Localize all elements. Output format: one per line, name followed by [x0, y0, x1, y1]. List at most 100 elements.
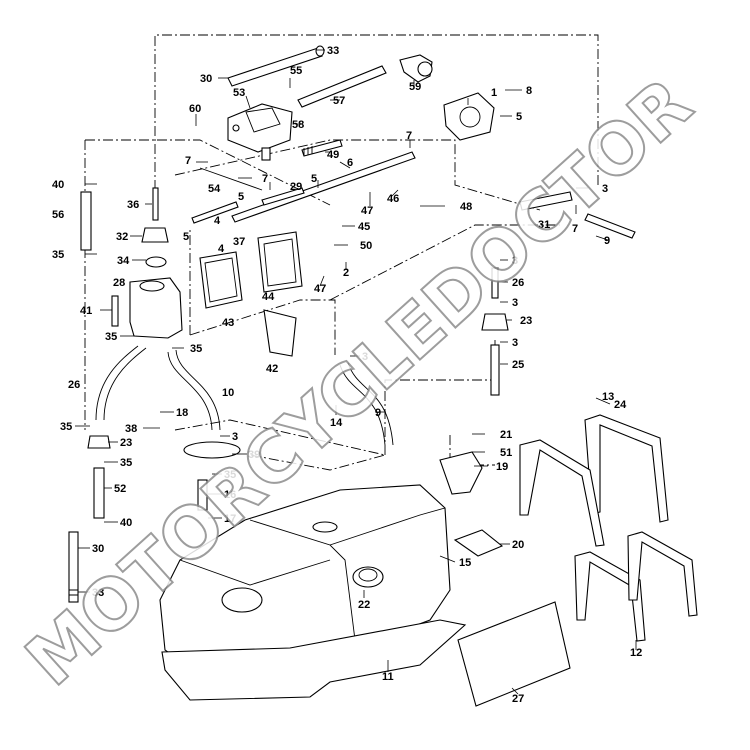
part-32-cap — [141, 227, 169, 243]
part-16-tube — [197, 479, 208, 511]
callout-7: 7 — [572, 223, 578, 235]
callout-1: 1 — [491, 87, 497, 99]
part-10-hose — [167, 349, 221, 431]
part-39-plate — [183, 441, 241, 459]
callout-5: 5 — [238, 191, 244, 203]
part-23-right-filter — [481, 313, 509, 331]
callout-28: 28 — [113, 277, 125, 289]
part-53-valve-housing — [227, 103, 293, 161]
callout-22: 22 — [358, 599, 370, 611]
callout-12: 12 — [630, 647, 642, 659]
callout-60: 60 — [189, 103, 201, 115]
callout-21: 21 — [500, 429, 512, 441]
callout-9: 9 — [604, 235, 610, 247]
callout-3: 3 — [512, 255, 518, 267]
callout-37: 37 — [233, 236, 245, 248]
callout-50: 50 — [360, 240, 372, 252]
part-30-upper-hose — [227, 45, 325, 87]
callout-23: 23 — [520, 315, 532, 327]
part-9-mid-hose — [339, 362, 394, 446]
callout-56: 56 — [52, 209, 64, 221]
part-26-left-hose — [95, 345, 147, 421]
callout-26: 26 — [68, 379, 80, 391]
part-23-left-filter — [87, 435, 111, 449]
callout-26: 26 — [512, 277, 524, 289]
part-34-o-ring — [145, 256, 167, 268]
callout-55: 55 — [290, 65, 302, 77]
callout-18: 18 — [176, 407, 188, 419]
callout-3: 3 — [362, 351, 368, 363]
callout-6: 6 — [347, 157, 353, 169]
callout-27: 27 — [512, 693, 524, 705]
callout-44: 44 — [262, 291, 275, 303]
callout-17: 17 — [224, 513, 236, 525]
callout-47: 47 — [361, 205, 373, 217]
part-26-right-tube — [491, 267, 499, 299]
callout-20: 20 — [512, 539, 524, 551]
callout-38: 38 — [125, 423, 137, 435]
callout-14: 14 — [330, 417, 343, 429]
callout-45: 45 — [358, 221, 370, 233]
part-11-tank-tray — [161, 619, 467, 701]
callout-54: 54 — [208, 183, 221, 195]
callout-30: 30 — [200, 73, 212, 85]
callout-leader-lines — [75, 49, 637, 695]
callout-43: 43 — [222, 317, 234, 329]
callout-51: 51 — [500, 447, 512, 459]
callout-5: 5 — [516, 111, 522, 123]
callout-3: 3 — [512, 337, 518, 349]
callout-32: 32 — [116, 231, 128, 243]
callout-48: 48 — [460, 201, 472, 213]
part-22-fuel-cap — [352, 566, 384, 588]
part-42-bracket — [263, 309, 297, 357]
part-49-filter — [301, 139, 343, 157]
callout-46: 46 — [387, 193, 399, 205]
callout-13: 13 — [602, 391, 614, 403]
callout-35: 35 — [120, 457, 132, 469]
callout-52: 52 — [114, 483, 126, 495]
part-4-pipe — [191, 201, 239, 224]
part-30-lower-hose — [68, 531, 79, 603]
callout-23: 23 — [120, 437, 132, 449]
callout-4: 4 — [218, 243, 225, 255]
part-57-hose — [297, 65, 387, 108]
callout-2: 2 — [343, 267, 349, 279]
callout-7: 7 — [185, 155, 191, 167]
part-59-elbow-valve — [399, 54, 433, 83]
callout-33: 33 — [327, 45, 339, 57]
callout-30: 30 — [92, 543, 104, 555]
callout-34: 34 — [117, 255, 130, 267]
part-12-frame — [574, 531, 698, 642]
callout-40: 40 — [120, 517, 132, 529]
part-24-frame — [519, 414, 669, 547]
callout-24: 24 — [614, 399, 627, 411]
callout-35: 35 — [60, 421, 72, 433]
part-43-gasket — [199, 251, 243, 309]
callout-3: 3 — [602, 183, 608, 195]
callout-3: 3 — [232, 431, 238, 443]
callout-25: 25 — [512, 359, 524, 371]
callout-3: 3 — [512, 297, 518, 309]
part-1-canister-valve — [443, 92, 495, 141]
part-9-right-pipe — [519, 191, 636, 239]
callout-10: 10 — [222, 387, 234, 399]
part-52-tube — [93, 467, 105, 519]
part-27-mat — [457, 601, 571, 707]
callout-29: 29 — [290, 181, 302, 193]
callout-59: 59 — [409, 81, 421, 93]
callout-5: 5 — [311, 173, 317, 185]
callout-35: 35 — [224, 469, 236, 481]
callout-49: 49 — [327, 149, 339, 161]
callout-15: 15 — [459, 557, 471, 569]
callout-11: 11 — [382, 671, 394, 683]
part-25-tube — [490, 344, 500, 396]
callout-42: 42 — [266, 363, 278, 375]
callout-35: 35 — [52, 249, 64, 261]
callout-39: 39 — [248, 449, 260, 461]
callout-47: 47 — [314, 283, 326, 295]
part-56-tube — [80, 191, 92, 251]
part-28-reservoir — [129, 277, 183, 339]
callout-labels: 1 2 3 3 3 3 3 3 4 4 5 5 5 5 6 7 7 7 7 8 … — [52, 45, 642, 705]
callout-33: 33 — [92, 587, 104, 599]
